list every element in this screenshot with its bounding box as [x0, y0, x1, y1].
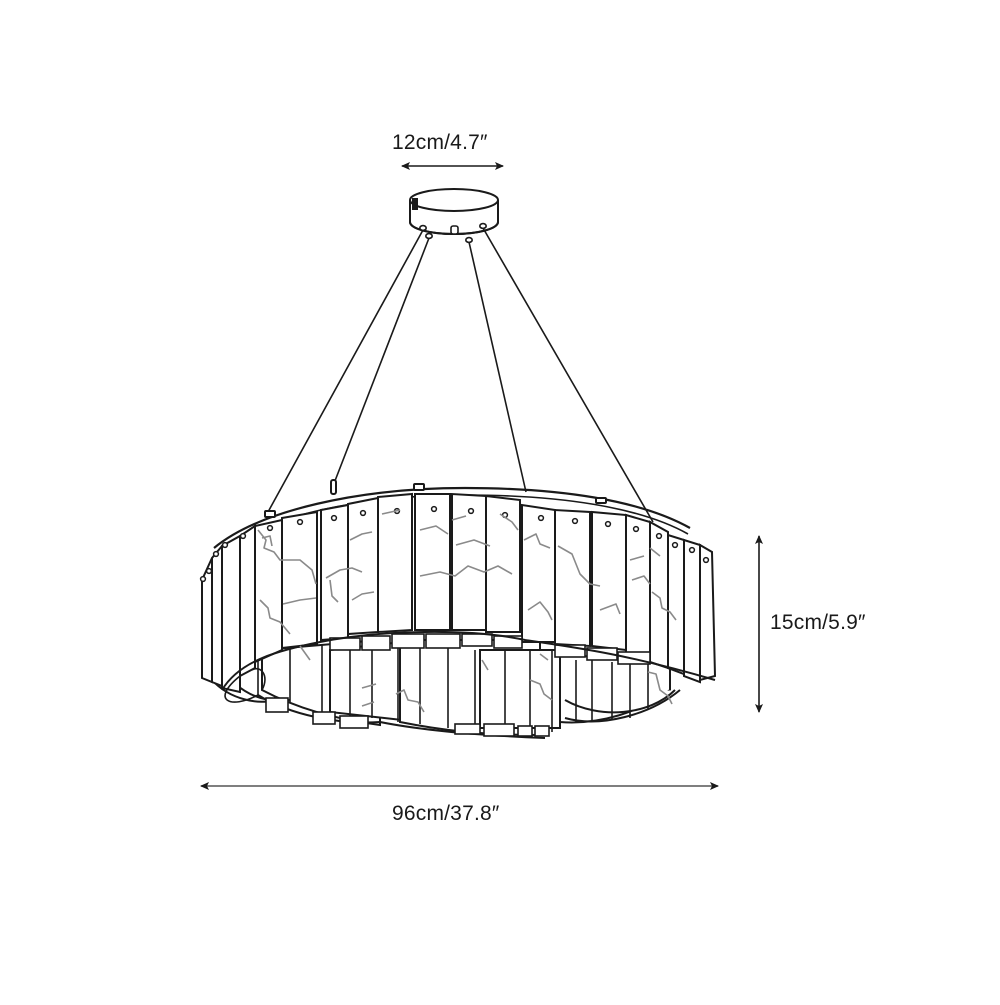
- suspension-cables: [267, 227, 654, 523]
- chandelier-body: [199, 479, 717, 739]
- marble-veins: [257, 509, 677, 713]
- ceiling-canopy: [409, 188, 499, 244]
- canopy-diameter-label: 12cm/4.7″: [392, 131, 488, 154]
- overall-diameter-label: 96cm/37.8″: [392, 802, 500, 825]
- height-label: 15cm/5.9″: [770, 611, 866, 634]
